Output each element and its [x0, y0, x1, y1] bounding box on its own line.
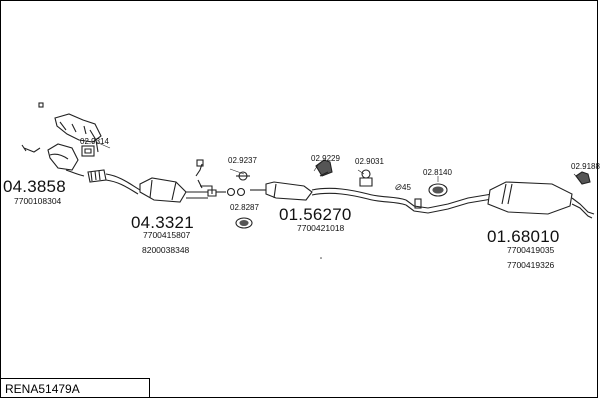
title-box: RENA51479A — [0, 378, 150, 398]
catalyst-ring-code: 02.8287 — [230, 203, 259, 212]
catalyst-oem-1: 7700415807 — [143, 230, 191, 240]
diagram-title: RENA51479A — [5, 382, 80, 396]
flex-pipe-drawing — [87, 169, 141, 195]
rear-silencer-drawing — [428, 171, 595, 219]
catalyst-part-number: 04.3321 — [131, 213, 194, 232]
front-manifold-drawing — [21, 102, 102, 177]
middle-silencer-drawing — [250, 159, 493, 214]
rear-hanger-code-1: 02.8140 — [423, 168, 452, 177]
rear-part-number: 01.68010 — [487, 227, 560, 246]
dot-mark — [320, 257, 322, 259]
front-part-number: 04.3858 — [3, 177, 66, 196]
catalyst-oem-2: 8200038348 — [142, 245, 190, 255]
middle-part-number: 01.56270 — [279, 205, 352, 224]
catalyst-drawing — [139, 159, 253, 229]
front-oem-1: 7700108304 — [14, 196, 62, 206]
rear-hanger-code-2: 02.9188 — [571, 162, 600, 171]
clamp-marker-icon: ⊘ — [394, 182, 402, 192]
catalyst-hanger-code: 02.9237 — [228, 156, 257, 165]
rear-oem-2: 7700419326 — [507, 260, 555, 270]
front-bracket-code: 02.9314 — [80, 137, 109, 146]
leader-lines — [95, 141, 579, 182]
middle-hanger-code-1: 02.9229 — [311, 154, 340, 163]
middle-hanger-code-2: 02.9031 — [355, 157, 384, 166]
middle-oem-1: 7700421018 — [297, 223, 345, 233]
middle-clamp-code: 45 — [402, 183, 411, 192]
rear-oem-1: 7700419035 — [507, 245, 555, 255]
